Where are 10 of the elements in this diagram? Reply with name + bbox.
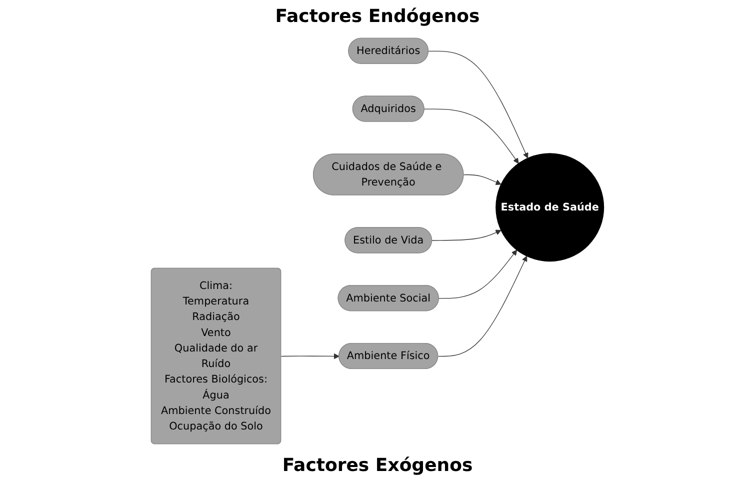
arrow [432, 230, 502, 241]
arrow [280, 353, 340, 360]
arrow [424, 108, 519, 164]
group-heading: Factores Exógenos [282, 455, 473, 476]
arrow [438, 256, 528, 357]
arrow [463, 174, 502, 185]
group-heading: Factores Endógenos [275, 6, 480, 27]
arrow [438, 250, 518, 299]
arrow [428, 50, 528, 158]
node-circle: Estado de Saúde [496, 153, 604, 262]
